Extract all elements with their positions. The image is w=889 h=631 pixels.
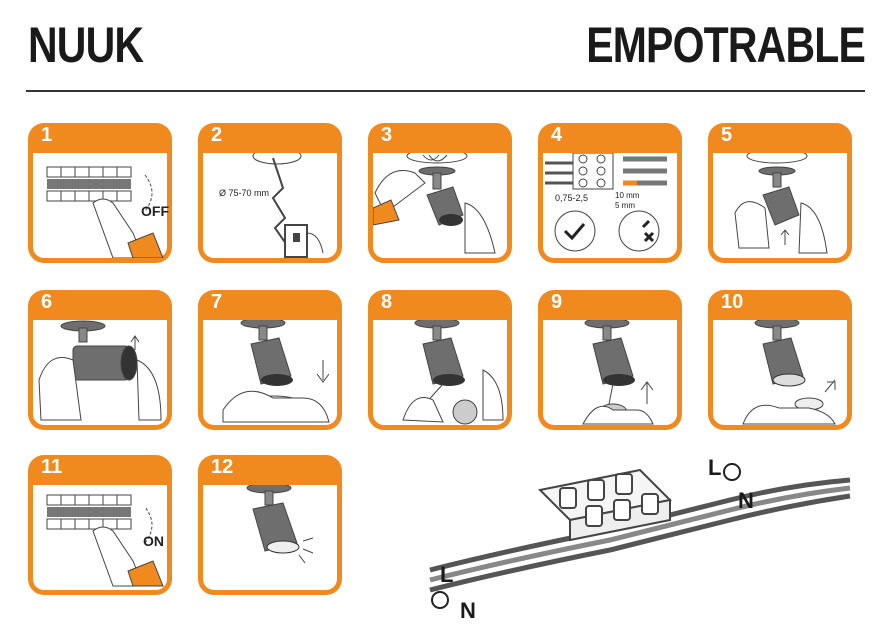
step-2-panel: 2 Ø 75-70 mm [198, 123, 342, 263]
step-number: 11 [41, 456, 63, 478]
hole-diameter-label: Ø 75-70 mm [219, 188, 270, 198]
step-number: 9 [551, 291, 563, 313]
wire-label-l-top: L [708, 455, 722, 480]
finished-fixture-illustration [246, 485, 314, 564]
step-5-panel: 5 [708, 123, 852, 263]
terminal-block-illustration [545, 153, 667, 252]
wire-gauge-label: 0,75-2,5 [555, 193, 589, 203]
step-7-panel: 7 [198, 290, 342, 430]
replace-ring-illustration [742, 320, 836, 425]
breaker-panel-illustration [46, 166, 164, 258]
step-8-panel: 8 [368, 290, 512, 430]
step-number: 10 [721, 291, 744, 313]
step-number: 1 [41, 124, 53, 146]
step-number: 5 [721, 124, 733, 146]
wiring-connector-diagram [429, 463, 851, 609]
product-title: EMPOTRABLE [586, 17, 866, 73]
step-number: 7 [211, 291, 223, 313]
connect-wires-illustration [373, 153, 496, 254]
wire-label-n-bottom: N [460, 598, 476, 623]
strip-length-10mm-label: 10 mm [615, 191, 640, 200]
wire-label-n-top: N [738, 488, 754, 513]
step-number: 4 [551, 124, 563, 146]
step-6-panel: 6 [28, 290, 172, 430]
step-number: 8 [381, 291, 393, 313]
pull-trim-illustration [222, 320, 330, 423]
step-4-panel: 4 0,75-2,5 10 mm 5 mm [538, 123, 682, 263]
connect-lamp-illustration [402, 320, 504, 425]
step-11-panel: 11 ON [28, 455, 172, 595]
on-label: ON [143, 533, 164, 549]
ceiling-cutout-illustration [252, 153, 324, 258]
remove-ring-illustration [38, 320, 162, 421]
insert-lamp-illustration [582, 320, 654, 425]
step-10-panel: 10 [708, 290, 852, 430]
step-12-panel: 12 [198, 455, 342, 595]
brand-title: NUUK [28, 17, 144, 73]
step-number: 12 [211, 456, 234, 478]
step-number: 2 [211, 124, 223, 146]
step-1-panel: 1 OFF [28, 123, 172, 263]
header-divider [26, 90, 865, 92]
step-3-panel: 3 [368, 123, 512, 263]
step-number: 6 [41, 291, 53, 313]
step-9-panel: 9 [538, 290, 682, 430]
breaker-on-illustration [46, 494, 164, 587]
strip-length-5mm-label: 5 mm [615, 201, 635, 210]
step-number: 3 [381, 124, 393, 146]
off-label: OFF [141, 203, 169, 219]
insert-fixture-illustration [734, 153, 828, 254]
wire-label-l-bottom: L [440, 562, 454, 587]
